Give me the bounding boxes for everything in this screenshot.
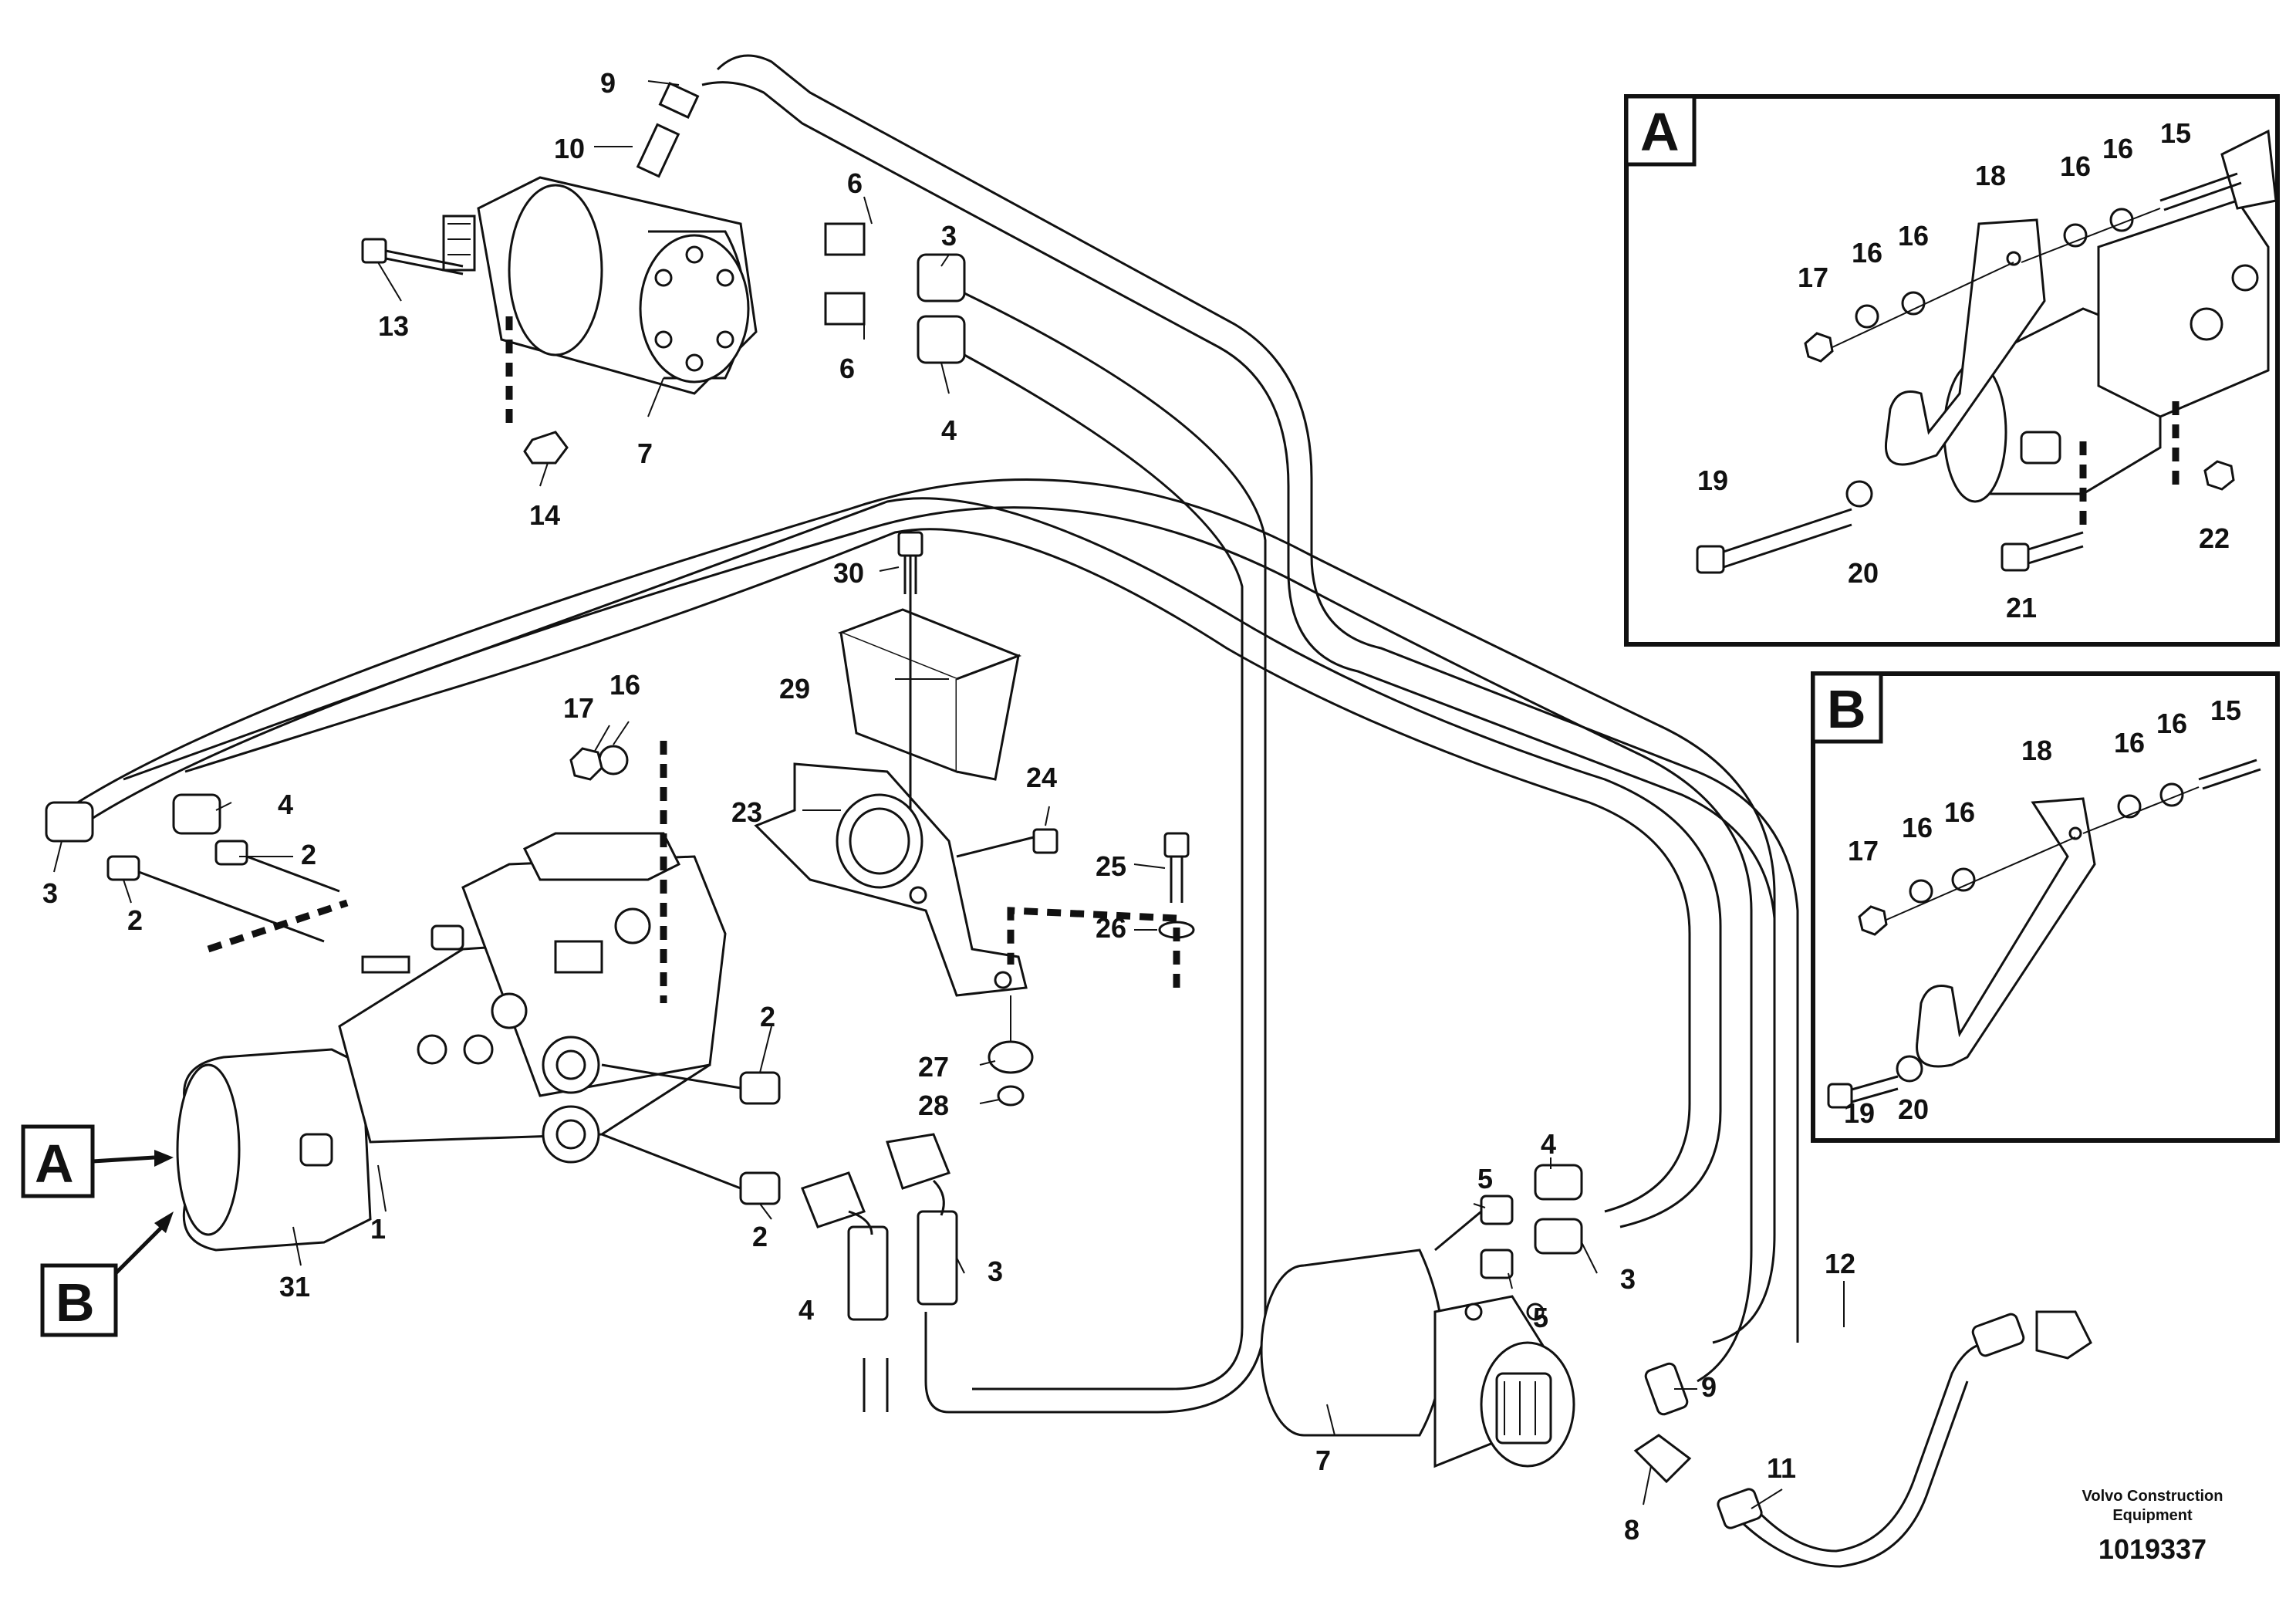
view-marker-a: A [21, 1124, 174, 1198]
inset-a-callout-19: 19 [1697, 465, 1728, 496]
footer-caption: Volvo Construction Equipment 1019337 [2082, 1488, 2223, 1565]
callout-16: 16 [609, 669, 640, 701]
inset-b-callout-16: 16 [2114, 727, 2145, 759]
callout-3: 3 [1620, 1263, 1636, 1295]
inset-view-a: A 15 16 [1624, 94, 2280, 647]
inset-b-callout-16: 16 [1944, 796, 1975, 828]
inset-a-callout-20: 20 [1848, 557, 1879, 589]
callout-9: 9 [1701, 1371, 1717, 1403]
inset-view-b: B 15 16 16 16 16 17 18 19 20 [1811, 671, 2280, 1143]
inset-a-callout-16: 16 [2060, 150, 2091, 182]
callout-30: 30 [833, 557, 864, 589]
callout-1: 1 [370, 1213, 386, 1245]
callout-24: 24 [1026, 762, 1057, 793]
bracket-assembly [569, 531, 1195, 1107]
callout-3: 3 [988, 1255, 1003, 1287]
inset-b-letter: B [1827, 679, 1866, 739]
callout-9: 9 [600, 67, 616, 99]
inset-b-callout-17: 17 [1848, 835, 1879, 867]
inset-b-callout-16: 16 [1902, 812, 1933, 843]
hose-lines [53, 54, 1991, 1568]
inset-b-callout-15: 15 [2210, 694, 2241, 726]
inset-b-callout-19: 19 [1844, 1097, 1875, 1129]
callout-5: 5 [1477, 1163, 1493, 1195]
hydraulic-motor-top [442, 176, 758, 395]
reference-number: 1019337 [2098, 1533, 2207, 1565]
callout-4: 4 [941, 414, 957, 446]
inset-a-callout-17: 17 [1798, 262, 1828, 293]
inset-a-callout-15: 15 [2160, 117, 2191, 149]
callout-7: 7 [637, 438, 653, 469]
callout-23: 23 [731, 796, 762, 828]
callout-26: 26 [1096, 912, 1126, 944]
callout-11: 11 [1767, 1452, 1796, 1484]
callout-14: 14 [529, 499, 560, 531]
callout-17: 17 [563, 692, 594, 724]
fittings-bottom-right [1434, 1164, 2092, 1529]
inset-a-callout-16: 16 [1898, 220, 1929, 252]
inset-a-callout-16: 16 [2102, 133, 2133, 164]
callout-2: 2 [301, 839, 316, 870]
callout-5: 5 [1533, 1302, 1548, 1333]
callout-2: 2 [127, 904, 143, 936]
leader-lines [53, 80, 1845, 1509]
callout-labels: 9 10 6 3 13 6 4 7 14 30 29 17 16 23 24 2… [42, 67, 1855, 1546]
company-name-line2: Equipment [2112, 1507, 2193, 1524]
inset-a-callout-18: 18 [1975, 160, 2006, 191]
callout-3: 3 [941, 220, 957, 252]
inset-a-letter: A [1640, 102, 1680, 162]
callout-27: 27 [918, 1051, 949, 1083]
inset-a-callout-22: 22 [2199, 522, 2230, 554]
hydraulic-pump-assembly [176, 832, 727, 1252]
callout-6: 6 [839, 353, 855, 384]
company-name-line1: Volvo Construction [2082, 1488, 2223, 1505]
callout-3: 3 [42, 877, 58, 909]
inset-b-callout-16: 16 [2156, 708, 2187, 739]
hydraulic-motor-bottom [1260, 1249, 1575, 1468]
svg-text:A: A [35, 1134, 74, 1194]
svg-text:B: B [56, 1272, 95, 1333]
callout-4: 4 [278, 789, 293, 820]
callout-31: 31 [279, 1271, 310, 1303]
inset-a-callout-16: 16 [1852, 237, 1882, 269]
inset-b-callout-18: 18 [2021, 735, 2052, 766]
callout-4: 4 [1541, 1128, 1556, 1160]
callout-12: 12 [1825, 1248, 1855, 1279]
callout-2: 2 [760, 1001, 775, 1032]
callout-4: 4 [799, 1294, 814, 1326]
inset-b-callout-20: 20 [1898, 1093, 1929, 1125]
fittings-bottom-center [601, 1063, 958, 1321]
callout-13: 13 [378, 310, 409, 342]
callout-10: 10 [554, 133, 585, 164]
view-marker-b: B [40, 1211, 174, 1337]
inset-a-callout-21: 21 [2006, 592, 2037, 623]
callout-25: 25 [1096, 850, 1126, 882]
callout-2: 2 [752, 1221, 768, 1252]
callout-28: 28 [918, 1090, 949, 1121]
callout-7: 7 [1315, 1445, 1331, 1476]
callout-6: 6 [847, 167, 863, 199]
fittings-left [45, 741, 667, 1003]
callout-8: 8 [1624, 1514, 1639, 1546]
callout-29: 29 [779, 673, 810, 705]
fittings-top [361, 81, 966, 465]
